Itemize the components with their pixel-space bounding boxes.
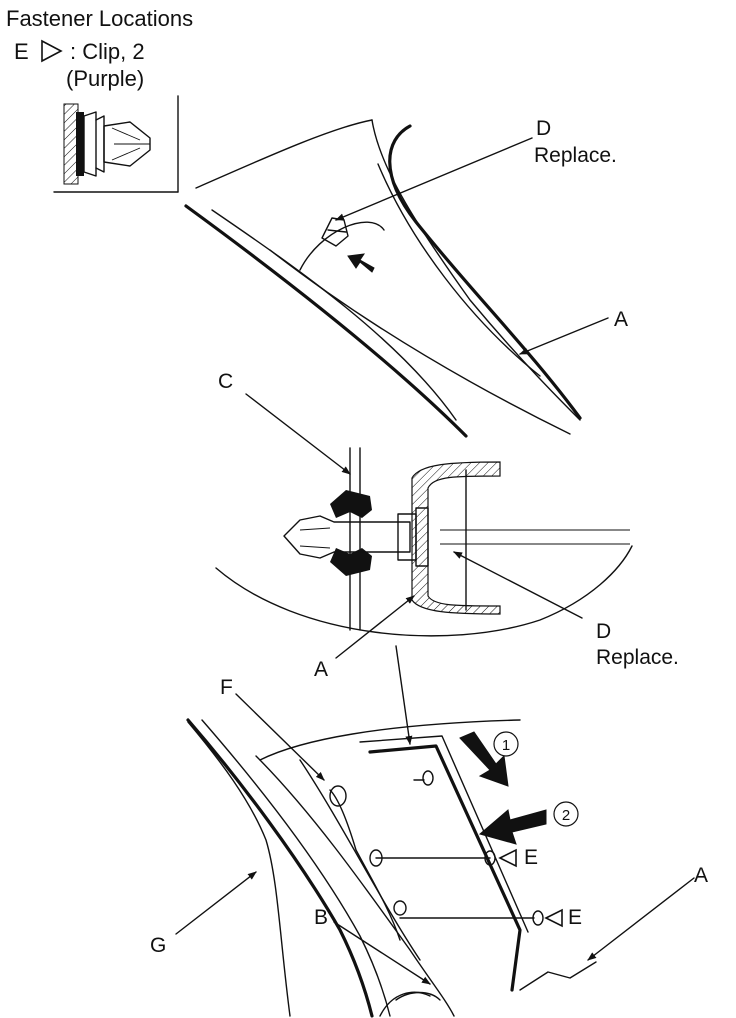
clip-inset-illustration xyxy=(53,95,179,193)
legend-clip-color: (Purple) xyxy=(66,66,144,91)
callout-d-mid-note: Replace. xyxy=(596,646,679,669)
callout-b: B xyxy=(314,906,328,929)
callout-a-upper: A xyxy=(614,308,628,331)
callout-c: C xyxy=(218,370,233,393)
clip-d-marker xyxy=(413,770,434,786)
callout-d-mid-letter: D xyxy=(596,620,611,643)
callout-a-lower: A xyxy=(694,864,708,887)
callout-g: G xyxy=(150,934,166,957)
callout-f: F xyxy=(220,676,233,699)
legend-symbol-letter: E xyxy=(14,39,29,64)
step-2-number: 2 xyxy=(562,807,570,824)
leader-lines xyxy=(175,137,695,985)
callout-e-upper: E xyxy=(524,846,538,869)
legend-title: Fastener Locations xyxy=(6,6,193,31)
callout-a-mid: A xyxy=(314,658,328,681)
callout-d-top-letter: D xyxy=(536,117,551,140)
cross-section-detail xyxy=(215,447,633,637)
clip-e-lower-marker xyxy=(532,908,563,928)
step-1-number: 1 xyxy=(502,737,510,754)
legend-clip-text: : Clip, 2 xyxy=(70,39,145,64)
callout-d-top-note: Replace. xyxy=(534,144,617,167)
step-2-arrow-icon xyxy=(478,809,547,845)
callout-e-lower: E xyxy=(568,906,582,929)
triangle-outline-icon xyxy=(41,39,63,63)
upper-panel-drawing xyxy=(184,119,582,438)
lower-body-drawing xyxy=(186,718,597,1018)
step-1-arrow-icon xyxy=(459,731,509,787)
